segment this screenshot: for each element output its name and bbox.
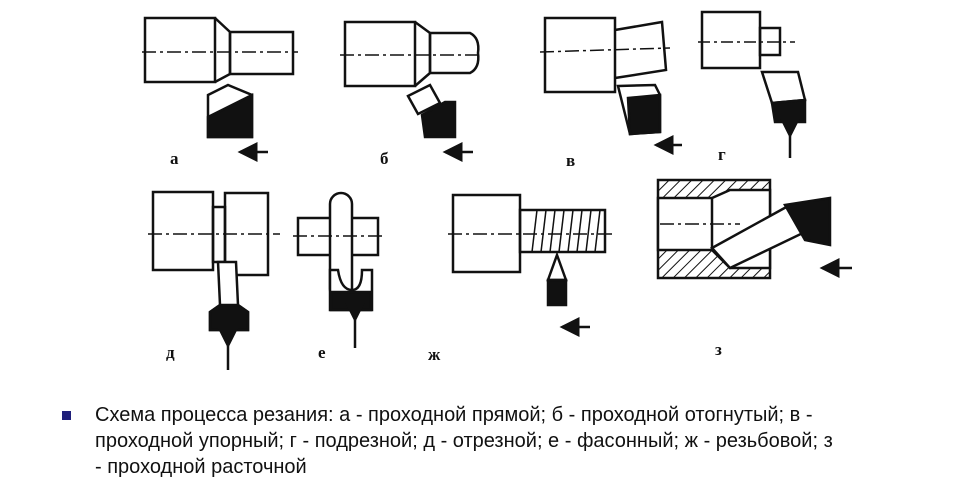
label-zh: ж <box>428 345 441 364</box>
label-d: д <box>166 343 175 362</box>
label-v: в <box>566 151 575 170</box>
scheme-b-bent-turning-tool <box>340 20 480 162</box>
scheme-e-form-tool <box>293 191 385 348</box>
label-e: е <box>318 343 326 362</box>
scheme-v-shoulder-turning-tool <box>539 16 682 155</box>
caption: Схема процесса резания: а - проходной пр… <box>95 404 833 478</box>
scheme-zh-threading-tool <box>448 193 612 337</box>
scheme-d-parting-tool <box>148 190 280 370</box>
label-g: г <box>718 145 726 164</box>
label-b: б <box>380 149 389 168</box>
scheme-a-straight-turning-tool <box>142 16 298 162</box>
label-a: а <box>170 149 179 168</box>
scheme-g-facing-tool <box>698 10 807 158</box>
scheme-z-boring-tool <box>656 178 852 280</box>
bullet-icon <box>62 411 71 420</box>
cutting-process-diagram: а б в г д е ж з <box>142 10 852 370</box>
label-z: з <box>715 340 722 359</box>
